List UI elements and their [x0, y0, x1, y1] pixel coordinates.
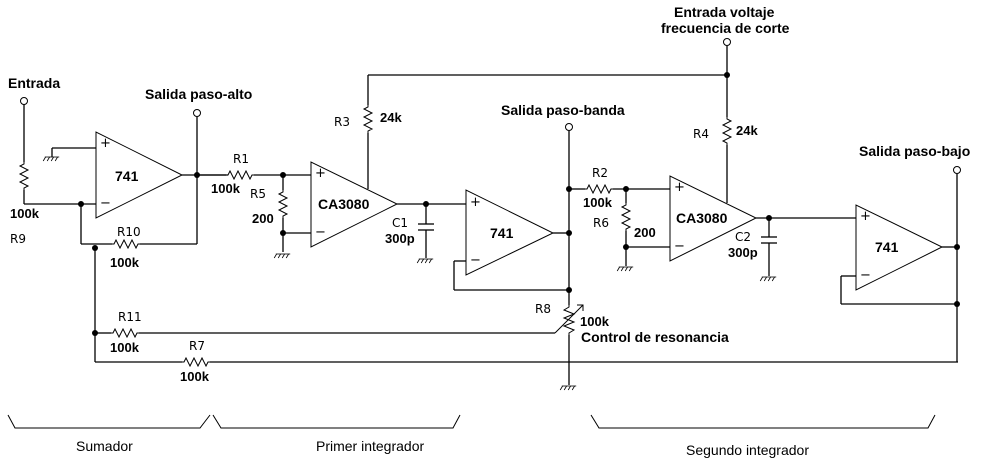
r11-ref: R11 [118, 310, 142, 324]
bracket-second-integrator [590, 414, 936, 429]
highpass-output-label: Salida paso-alto [145, 86, 252, 102]
section-label-second-integrator: Segundo integrador [686, 442, 809, 458]
opamp-u1-label: 741 [115, 168, 139, 184]
first-integrator-stage: R1 100k R5 200 CA3080 + − R3 24k C1 300p [197, 74, 729, 391]
r2-value: 100k [583, 195, 613, 210]
u1-plus-sign: + [100, 136, 111, 151]
section-label-first-integrator: Primer integrador [316, 438, 424, 454]
bracket-summer [7, 414, 211, 429]
u1-minus-sign: − [100, 196, 111, 211]
r2-ref: R2 [592, 166, 608, 180]
resistor-r7 [182, 356, 210, 368]
ota-u2-label: CA3080 [318, 196, 370, 212]
bandpass-output-terminal[interactable] [565, 123, 573, 131]
r5-ref: R5 [250, 187, 266, 201]
r9-ref: R9 [10, 232, 26, 246]
second-integrator-stage: Entrada voltaje frecuencia de corte R4 2… [566, 4, 970, 362]
u5-plus-sign: + [860, 209, 871, 224]
resistor-r5 [277, 190, 289, 218]
opamp-u3 [465, 189, 555, 276]
resistor-r3 [362, 105, 374, 133]
u4-plus-sign: + [674, 180, 685, 195]
u2-plus-sign: + [315, 166, 326, 181]
ota-u4-label: CA3080 [676, 210, 728, 226]
c2-ref: C2 [735, 230, 751, 244]
resistor-r4 [721, 117, 733, 145]
r6-value: 200 [634, 225, 656, 240]
resonance-control-label: Control de resonancia [581, 329, 729, 345]
cutoff-input-label-line2: frecuencia de corte [661, 20, 790, 36]
resistor-r2 [585, 183, 613, 195]
r1-ref: R1 [233, 152, 249, 166]
r8-value: 100k [580, 314, 610, 329]
resistor-r11 [111, 327, 139, 339]
bandpass-output-label: Salida paso-banda [501, 102, 625, 118]
c1-ref: C1 [392, 216, 408, 230]
r6-ref: R6 [593, 216, 609, 230]
r9-value: 100k [10, 206, 40, 221]
r10-value: 100k [110, 255, 140, 270]
r10-ref: R10 [117, 225, 141, 239]
u3-minus-sign: − [470, 253, 481, 268]
r7-ref: R7 [189, 339, 205, 353]
bracket-first-integrator [212, 414, 461, 429]
r5-value: 200 [252, 211, 274, 226]
opamp-u3-label: 741 [490, 225, 514, 241]
ota-u2 [310, 161, 399, 248]
resistor-r9 [18, 162, 30, 190]
r11-value: 100k [110, 340, 140, 355]
input-terminal[interactable] [20, 97, 28, 105]
u2-minus-sign: − [315, 225, 326, 240]
u5-minus-sign: − [860, 268, 871, 283]
r1-value: 100k [211, 181, 241, 196]
section-brackets: Sumador Primer integrador Segundo integr… [7, 414, 936, 458]
resistor-r1 [226, 169, 254, 181]
r4-value: 24k [736, 123, 758, 138]
section-label-summer: Sumador [76, 438, 133, 454]
u3-plus-sign: + [470, 195, 481, 210]
resistor-r10 [112, 238, 140, 250]
opamp-u5-label: 741 [875, 239, 899, 255]
lowpass-output-terminal[interactable] [953, 166, 961, 174]
r4-ref: R4 [693, 127, 709, 141]
summer-stage: Entrada 100k R9 741 + − Salida paso-alto… [8, 75, 252, 362]
c2-value: 300p [728, 245, 758, 260]
resistor-r6 [620, 203, 632, 231]
input-label: Entrada [8, 75, 60, 91]
opamp-u5 [855, 204, 944, 291]
c1-value: 300p [385, 231, 415, 246]
cutoff-input-label-line1: Entrada voltaje [674, 4, 775, 20]
r3-ref: R3 [334, 115, 350, 129]
r7-value: 100k [180, 369, 210, 384]
opamp-u1 [95, 131, 184, 219]
r3-value: 24k [380, 110, 402, 125]
ota-u4 [669, 175, 758, 262]
highpass-output-terminal[interactable] [193, 109, 201, 117]
u4-minus-sign: − [674, 239, 685, 254]
feedback-network: R11 100k R7 100k [92, 310, 958, 384]
potentiometer-r8[interactable] [562, 305, 576, 335]
cutoff-voltage-input-terminal[interactable] [723, 38, 731, 46]
lowpass-output-label: Salida paso-bajo [859, 143, 970, 159]
r8-ref: R8 [535, 302, 551, 316]
